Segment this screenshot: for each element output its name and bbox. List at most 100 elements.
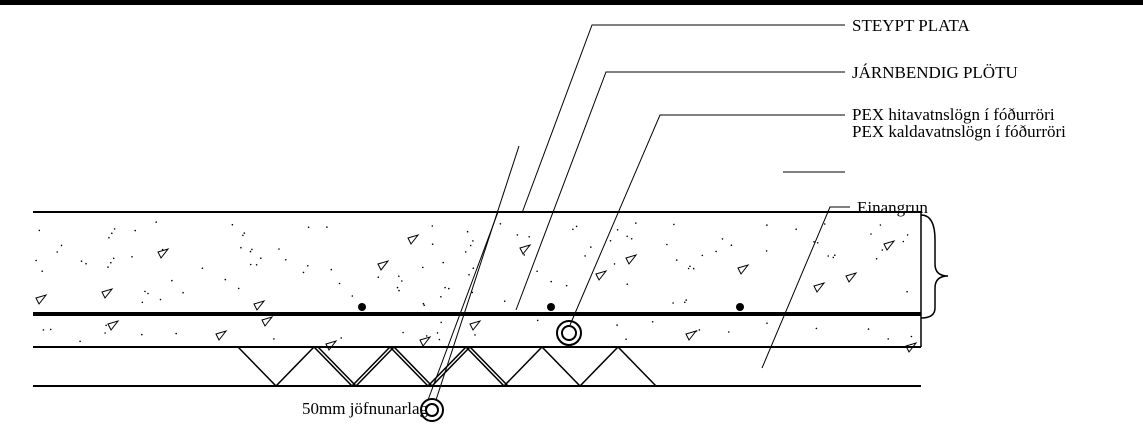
aggregate-dot (536, 270, 538, 273)
aggregate-dot (815, 327, 818, 330)
insulation-zigzag-inner (317, 345, 509, 388)
aggregate-dot (112, 257, 115, 260)
aggregate-dot (60, 244, 63, 247)
aggregate-dot (813, 241, 815, 243)
aggregate-dot (687, 267, 690, 270)
aggregate-dot (572, 228, 574, 231)
aggregate-dot (698, 329, 701, 331)
aggregate-dot (466, 230, 469, 233)
label-pex-hita: PEX hitavatnslögn í fóðurröri (852, 105, 1055, 124)
aggregate-dot (870, 233, 872, 235)
aggregate-dot (80, 260, 83, 263)
aggregate-dot (910, 335, 913, 338)
aggregate-dot (881, 249, 884, 251)
aggregate-dot (134, 229, 136, 232)
aggregate-dot (472, 267, 475, 270)
aggregate-dot (159, 298, 162, 301)
aggregate-dot (402, 331, 404, 334)
aggregate-dot (832, 256, 835, 259)
aggregate-dot (396, 286, 399, 289)
leader-jofnunarlag (435, 145, 520, 401)
aggregate-dot (575, 225, 578, 228)
aggregate-triangle (35, 294, 48, 305)
aggregate-dot (35, 259, 37, 262)
aggregate-dot (906, 290, 908, 293)
aggregate-dot (243, 232, 246, 234)
aggregate-dot (141, 301, 144, 304)
aggregate-dot (766, 322, 768, 325)
aggregate-dot (131, 255, 133, 258)
aggregate-dot (422, 266, 424, 269)
aggregate-triangle (469, 320, 482, 331)
aggregate-dot (330, 268, 333, 271)
aggregate-triangle (905, 342, 918, 353)
aggregate-dot (104, 332, 106, 334)
aggregate-dot (565, 284, 568, 287)
pex-pipe-inner (561, 325, 577, 341)
aggregate-dot (422, 302, 425, 305)
aggregate-triangle (325, 340, 338, 351)
aggregate-dot (108, 236, 110, 239)
aggregate-dot (672, 302, 674, 304)
aggregate-triangle (813, 282, 826, 293)
aggregate-dot (431, 243, 434, 245)
aggregate-triangle (625, 254, 638, 265)
aggregate-triangle (215, 330, 228, 341)
aggregate-dot (448, 287, 450, 290)
top-border (0, 0, 1143, 5)
aggregate-dot (867, 328, 870, 330)
aggregate-dot (673, 223, 675, 226)
aggregate-dot (425, 335, 428, 337)
aggregate-dot (536, 319, 539, 322)
aggregate-dot (906, 234, 909, 236)
label-steypt-plata: STEYPT PLATA (852, 16, 971, 35)
aggregate-triangle (253, 300, 266, 311)
aggregate-dot (41, 270, 43, 273)
aggregate-triangle (101, 288, 114, 299)
aggregate-dot (675, 259, 678, 261)
slab-section (33, 211, 949, 387)
aggregate-dot (307, 265, 309, 267)
aggregate-dot (398, 275, 400, 278)
aggregate-dot (626, 283, 629, 286)
label-jofnunarlag: 50mm jöfnunarlag (302, 399, 429, 418)
aggregate-dot (56, 251, 58, 253)
aggregate-dot (431, 225, 434, 227)
aggregate-dot (110, 261, 112, 264)
aggregate-dot (423, 304, 426, 307)
aggregate-triangle (685, 330, 698, 341)
aggregate-dot (701, 254, 704, 257)
aggregate-dot (728, 331, 730, 333)
aggregate-dot (438, 338, 441, 341)
aggregate-dot (340, 337, 343, 339)
leader-lines (427, 24, 850, 401)
aggregate-dot (444, 286, 446, 289)
leader-jofnunarlag-2 (427, 211, 499, 401)
rebar-dot (547, 303, 555, 311)
aggregate-dot (237, 287, 240, 290)
aggregate-dot (240, 246, 242, 249)
concrete-aggregate-texture (35, 221, 918, 353)
aggregate-dot (765, 250, 768, 252)
aggregate-dot (887, 338, 889, 340)
aggregate-dot (401, 280, 403, 282)
aggregate-dot (260, 257, 262, 260)
aggregate-dot (609, 240, 612, 242)
leader-jarnbending (515, 71, 845, 311)
aggregate-dot (474, 334, 476, 336)
label-jarnbending: JÁRNBENDIG PLÖTU (852, 63, 1018, 82)
aggregate-dot (440, 296, 442, 298)
aggregate-dot (249, 263, 252, 266)
aggregate-dot (816, 242, 819, 244)
aggregate-dot (875, 258, 878, 260)
lower-pipe-outer (420, 398, 444, 422)
aggregate-dot (616, 229, 619, 231)
rebar-dot (736, 303, 744, 311)
leader-steypt-plata (521, 24, 845, 214)
rebar-dot (358, 303, 366, 311)
aggregate-dot (795, 228, 797, 230)
aggregate-dot (49, 328, 52, 331)
aggregate-dot (442, 261, 445, 264)
aggregate-dot (550, 280, 552, 283)
aggregate-dot (175, 332, 177, 335)
